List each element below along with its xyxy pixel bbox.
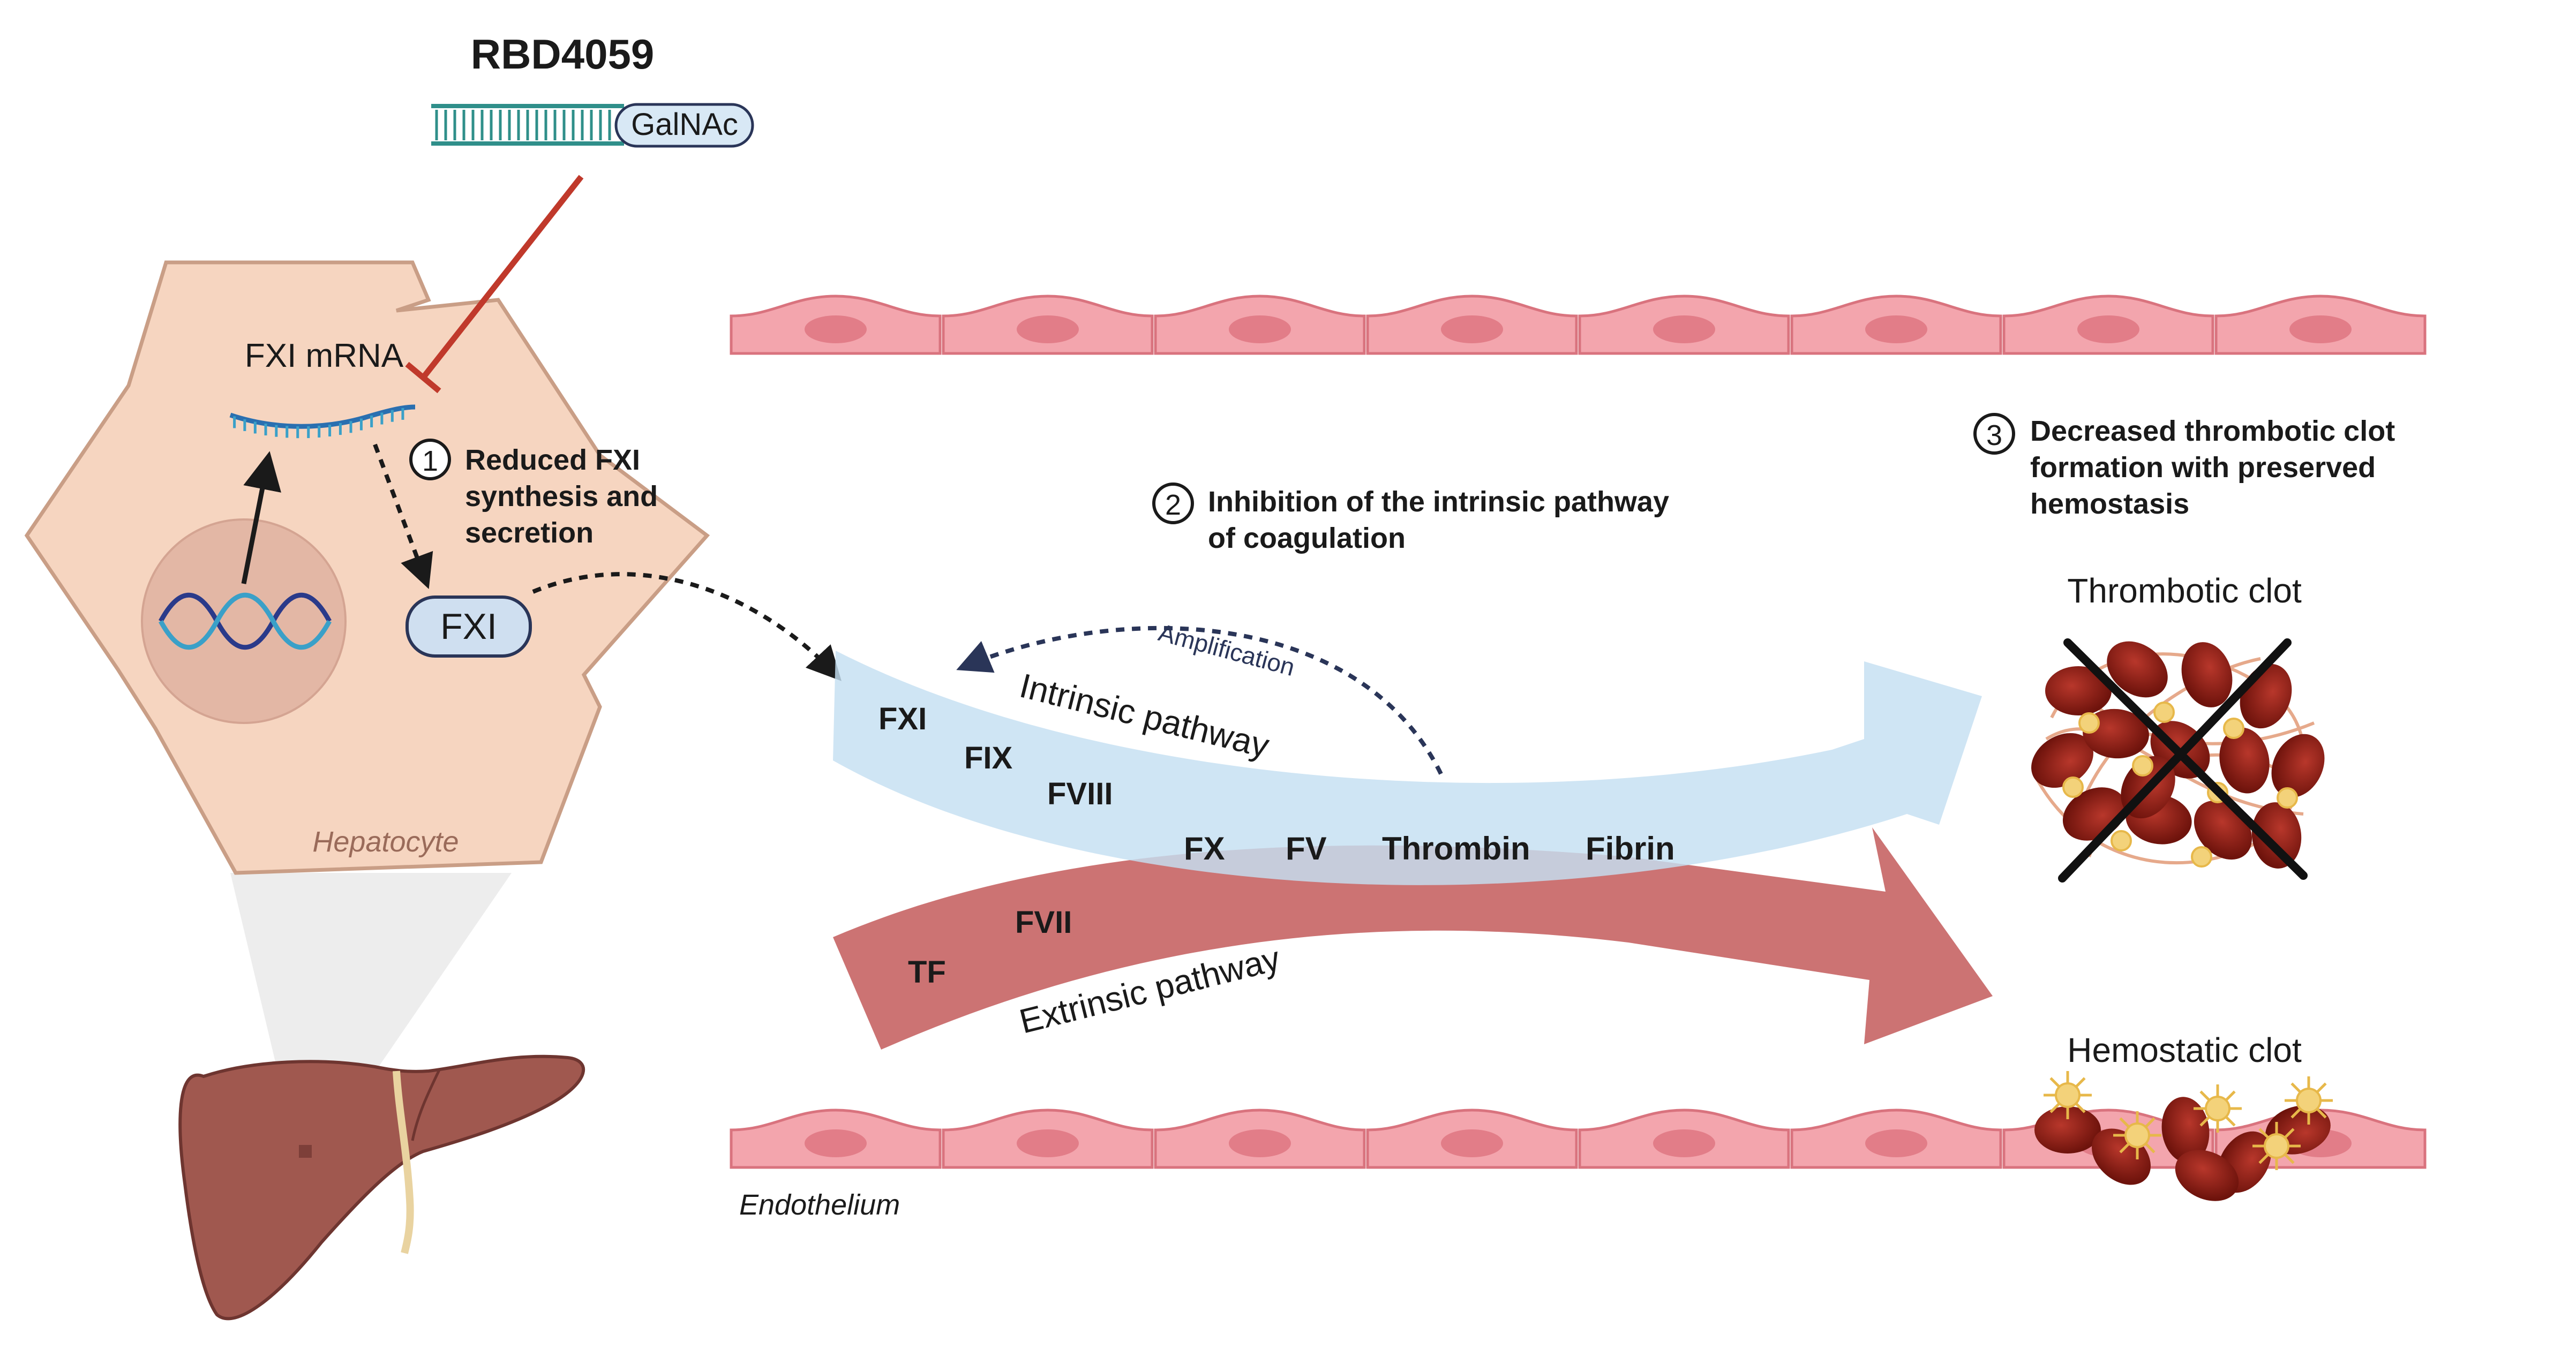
fxi-protein: FXI	[405, 595, 532, 658]
factor-fvii: FVII	[1015, 905, 1072, 940]
step-3-number: 3	[1986, 419, 2002, 451]
nucleus	[141, 518, 347, 724]
step-1-number: 1	[422, 445, 438, 477]
step-1: 1 Reduced FXI synthesis and secretion	[409, 439, 658, 549]
platelet-icon	[2044, 1071, 2092, 1119]
step-1-line-2: synthesis and	[465, 480, 658, 512]
step-3: 3 Decreased thrombotic clot formation wi…	[1973, 413, 2395, 520]
amplification-arrow	[956, 625, 1443, 775]
platelet-icon	[2113, 1111, 2161, 1159]
endothelium-top	[730, 295, 2427, 355]
factor-fibrin: Fibrin	[1586, 831, 1675, 866]
platelet-icon	[2285, 1076, 2333, 1125]
factor-fx: FX	[1184, 831, 1225, 866]
step-1-line-3: secretion	[465, 517, 594, 549]
factor-tf: TF	[908, 955, 946, 990]
factor-fv: FV	[1286, 831, 1327, 866]
mrna-strand-icon	[229, 404, 416, 439]
secretion-arrow	[532, 572, 842, 681]
extrinsic-pathway-arrow	[833, 827, 1993, 1050]
inhibition-line	[405, 175, 584, 394]
endothelium-label: Endothelium	[739, 1189, 900, 1221]
amplification-label: Amplification	[1155, 618, 1297, 681]
step-1-badge	[409, 439, 451, 480]
dna-helix-icon	[159, 592, 332, 650]
step-2-line-1: Inhibition of the intrinsic pathway	[1208, 486, 1669, 518]
step-1-line-1: Reduced FXI	[465, 444, 640, 476]
step-3-badge	[1973, 413, 2015, 455]
drug-name: RBD4059	[471, 31, 655, 78]
translation-arrow	[373, 443, 433, 589]
step-2: 2 Inhibition of the intrinsic pathway of…	[1152, 483, 1669, 554]
platelet-icon	[2252, 1122, 2301, 1170]
hemostatic-clot	[2034, 1071, 2333, 1201]
thrombotic-clot-label: Thrombotic clot	[2067, 571, 2302, 610]
step-3-line-1: Decreased thrombotic clot	[2030, 415, 2395, 447]
factor-thrombin: Thrombin	[1382, 831, 1530, 866]
endothelium-bottom	[730, 1109, 2427, 1169]
mrna-label: FXI mRNA	[245, 337, 404, 374]
step-2-badge	[1152, 483, 1194, 524]
liver-icon	[178, 1054, 585, 1321]
hepatocyte-cell	[24, 260, 710, 875]
step-3-line-2: formation with preserved	[2030, 451, 2376, 484]
step-3-line-3: hemostasis	[2030, 488, 2189, 520]
transcription-arrow	[241, 451, 281, 584]
step-2-line-2: of coagulation	[1208, 522, 1406, 554]
factor-fix: FIX	[964, 741, 1013, 775]
galnac-tag: GalNAc	[614, 103, 754, 148]
step-2-number: 2	[1165, 489, 1181, 521]
hemostatic-clot-label: Hemostatic clot	[2067, 1031, 2302, 1069]
fxi-protein-label: FXI	[440, 606, 497, 647]
intrinsic-pathway-arrow	[833, 651, 1982, 885]
platelet-icon	[2194, 1084, 2242, 1133]
factor-fxi: FXI	[878, 702, 927, 736]
hepatocyte-label: Hepatocyte	[312, 826, 459, 858]
cross-mark-icon	[2058, 638, 2308, 883]
factor-fviii: FVIII	[1047, 776, 1113, 811]
galnac-label: GalNAc	[631, 107, 738, 142]
siRNA-strand-icon	[431, 104, 624, 146]
